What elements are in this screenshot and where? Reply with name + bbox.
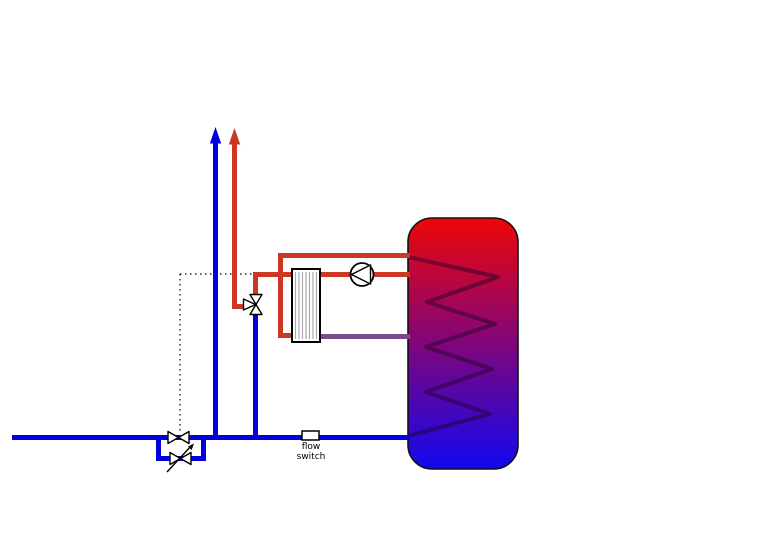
pump-impeller-triangle bbox=[349, 263, 372, 286]
hot-riser-arrowhead bbox=[228, 128, 241, 145]
main-valve-left-triangle bbox=[167, 430, 180, 445]
flow-switch-label-line1: flow bbox=[302, 442, 321, 452]
valve-top-triangle bbox=[249, 293, 263, 306]
bypass-loop-pipe bbox=[156, 437, 206, 461]
main-valve-right-triangle bbox=[177, 430, 190, 445]
main-line-valve bbox=[167, 430, 190, 445]
circulation-pump bbox=[349, 262, 375, 287]
cold-riser-arrowhead bbox=[209, 127, 222, 144]
flow-switch: flow switch bbox=[297, 430, 326, 462]
balancing-valve bbox=[166, 443, 194, 473]
cold-pipe-group bbox=[12, 141, 410, 461]
balancing-valve-left-triangle bbox=[169, 451, 182, 466]
balancing-valve-right-triangle bbox=[179, 451, 192, 466]
heat-exchanger-plates bbox=[294, 272, 318, 339]
valve-to-hx-pipe bbox=[253, 272, 293, 295]
coil-to-hx-pipe bbox=[278, 253, 410, 338]
hot-pipe-group bbox=[232, 142, 410, 338]
three-way-thermostatic-valve bbox=[242, 293, 263, 316]
balancing-valve-arrowhead bbox=[188, 443, 194, 450]
valve-left-triangle bbox=[242, 298, 257, 311]
tank-coil bbox=[407, 255, 500, 438]
hot-riser-pipe bbox=[232, 142, 244, 309]
flow-switch-box bbox=[301, 430, 320, 441]
balancing-valve-stem-line bbox=[166, 444, 193, 473]
flow-switch-label-line2: switch bbox=[297, 452, 326, 462]
plate-heat-exchanger bbox=[291, 268, 321, 343]
valve-bottom-triangle bbox=[249, 303, 263, 316]
